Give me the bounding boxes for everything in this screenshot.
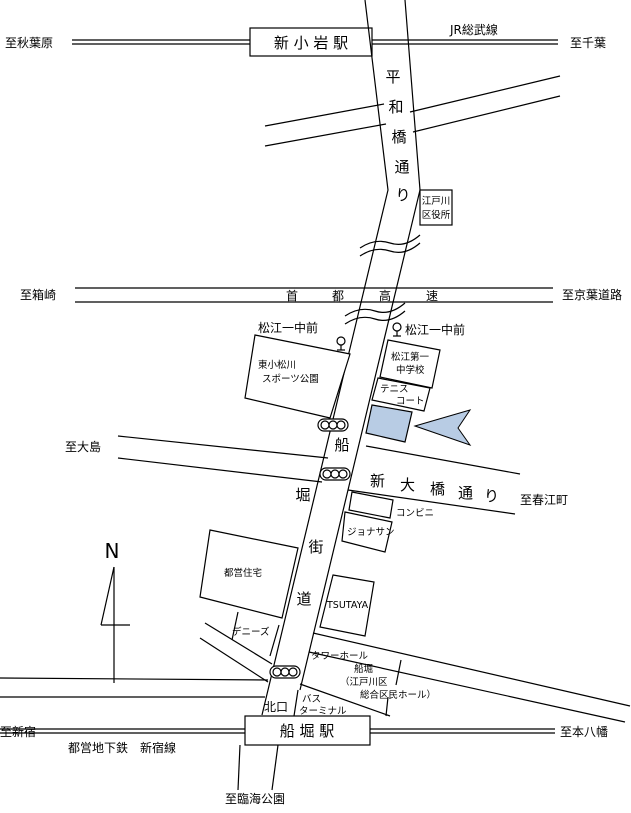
road-char: 大 <box>400 476 415 494</box>
dennys-label: デニーズ <box>232 626 270 638</box>
jonathan <box>341 511 393 553</box>
to-ojima: 至大島 <box>65 439 101 454</box>
to-hakozaki: 至箱崎 <box>20 287 56 302</box>
hall-label: 船堀 <box>354 663 373 675</box>
bus-stop-icon <box>336 336 346 351</box>
funabori-station-label: 船 堀 駅 <box>280 722 335 740</box>
road <box>347 489 516 515</box>
road-char: 和 <box>388 98 403 116</box>
traffic-light-icon <box>269 665 301 679</box>
road <box>271 744 279 791</box>
school-label: 松江第一 <box>391 351 430 363</box>
road-char: 通 <box>394 158 409 176</box>
to-shinjuku: 至新宿 <box>0 724 36 739</box>
park <box>244 334 351 419</box>
bus-stop-label: 松江一中前 <box>258 320 318 335</box>
road <box>299 683 391 717</box>
road-char: り <box>484 487 499 505</box>
school <box>379 339 441 389</box>
road-char: 都 <box>332 289 344 303</box>
tennis-label: コート <box>396 396 425 407</box>
road-char: 街 <box>308 538 323 556</box>
ward-office-label: 江戸川 <box>422 196 451 207</box>
road-break <box>344 302 406 317</box>
shin-koiwa-station <box>249 27 373 57</box>
road <box>0 677 269 681</box>
convenience-store <box>348 491 394 519</box>
north-exit-label: 北口 <box>264 700 288 714</box>
subway-line-label: 都営地下鉄 新宿線 <box>68 740 176 755</box>
road <box>199 637 269 683</box>
housing-label: 都営住宅 <box>224 567 262 579</box>
to-chiba: 至千葉 <box>570 36 606 50</box>
shin-koiwa-station-label: 新 小 岩 駅 <box>274 34 348 52</box>
road <box>269 624 280 657</box>
road-char: 船 <box>334 436 349 454</box>
road-char: 首 <box>286 289 298 303</box>
road-char: 新 <box>370 472 385 490</box>
to-akihabara: 至秋葉原 <box>5 36 53 50</box>
park-label: 東小松川 <box>258 359 296 371</box>
road-char: 高 <box>379 288 391 303</box>
jr-line-label: JR総武線 <box>449 22 498 37</box>
road-char: 橋 <box>391 128 406 146</box>
road <box>117 435 329 459</box>
heiwabashi-dori-label: 平 和 橋 通 り <box>385 68 410 204</box>
road <box>385 696 389 717</box>
road-char: 橋 <box>430 480 445 498</box>
to-keiyo-road: 至京葉道路 <box>562 287 622 302</box>
jr-sobu-line <box>72 39 558 45</box>
road-break <box>344 310 406 325</box>
road-break <box>359 234 421 249</box>
road-char: 堀 <box>295 486 310 504</box>
park-label: スポーツ公園 <box>262 374 319 385</box>
road <box>395 659 402 686</box>
jonathan-label: ジョナサン <box>347 527 395 538</box>
bus-stop-icon <box>392 322 402 337</box>
road-char: 道 <box>296 590 311 608</box>
road <box>312 632 631 707</box>
to-motoyawata: 至本八幡 <box>560 724 608 739</box>
road <box>204 622 273 665</box>
traffic-light-icon <box>319 467 351 481</box>
road <box>117 457 323 483</box>
to-rinkai: 至臨海公園 <box>225 791 285 806</box>
road <box>365 445 521 475</box>
school-label: 中学校 <box>396 364 425 376</box>
road-char: 平 <box>385 68 400 86</box>
ward-office-label: 区役所 <box>422 209 451 221</box>
convenience-label: コンビニ <box>396 508 434 519</box>
bus-terminal-label: ターミナル <box>299 706 347 717</box>
road <box>293 689 299 717</box>
shinjuku-line <box>0 728 555 734</box>
road-char: 通 <box>458 484 473 502</box>
tennis-label: テニス <box>380 384 409 395</box>
to-harue: 至春江町 <box>520 493 568 507</box>
ward-office <box>419 189 453 226</box>
tsutaya-label: TSUTAYA <box>326 600 369 611</box>
destination-marker <box>365 404 413 443</box>
road-char: 速 <box>426 289 438 303</box>
destination-arrow-icon <box>413 409 472 446</box>
road <box>231 611 239 641</box>
funabori-station <box>244 715 371 746</box>
tsutaya <box>319 574 375 637</box>
hall-label: 総合区民ホール） <box>360 689 436 701</box>
north-label: N <box>105 539 120 563</box>
north-arrow-icon <box>100 566 130 683</box>
tennis-court <box>371 377 431 412</box>
tower-hall-label: タワーホール <box>311 651 369 662</box>
hall-label: （江戸川区 <box>340 676 388 688</box>
road-break <box>359 242 421 257</box>
bus-stop-label: 松江一中前 <box>405 322 465 337</box>
public-housing <box>199 529 299 619</box>
bus-terminal-label: バス <box>302 694 321 705</box>
road-char: り <box>395 186 410 204</box>
road <box>237 744 241 791</box>
road <box>308 651 626 723</box>
traffic-light-icon <box>317 418 349 432</box>
expressway <box>75 287 553 303</box>
